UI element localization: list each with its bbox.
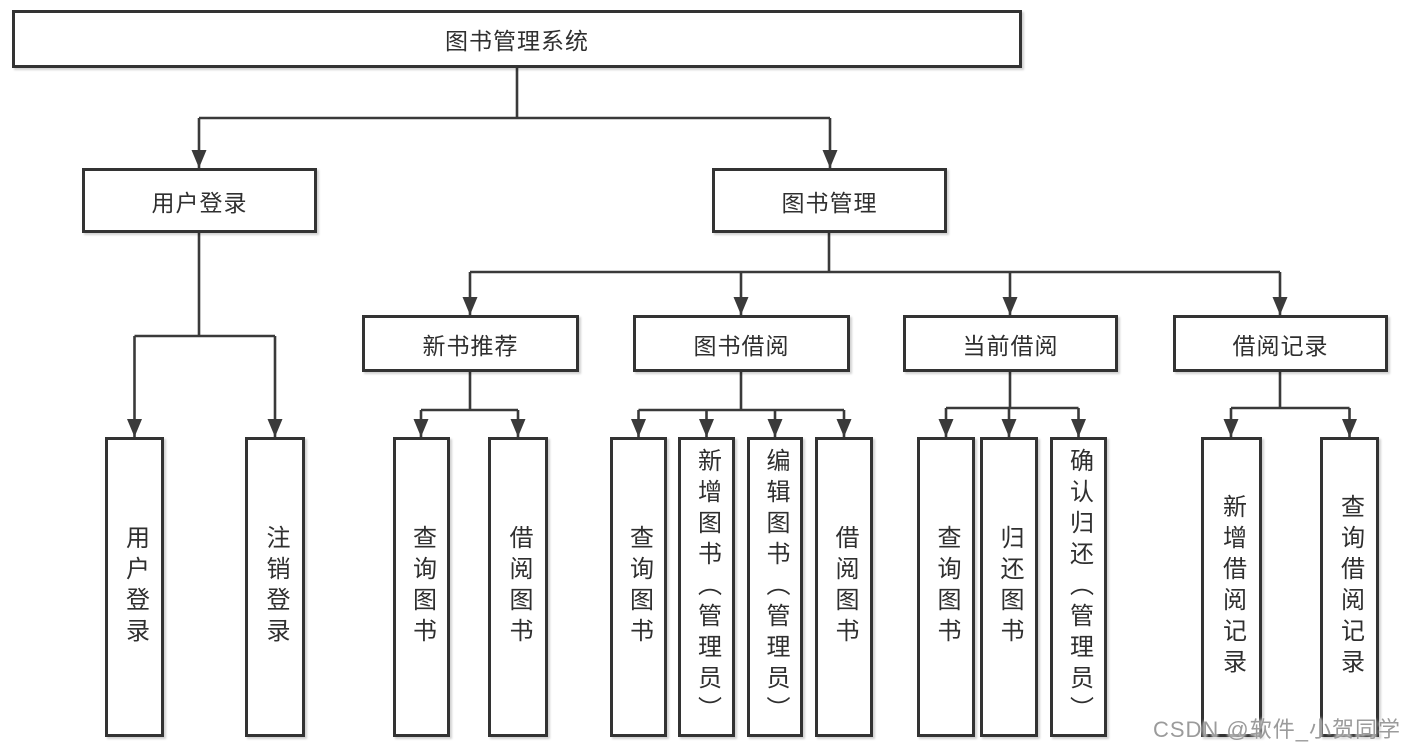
leaf-add-borrow-record: 新增借阅记录 (1201, 437, 1262, 737)
leaf-confirm-return-admin: 确认归还（管理员） (1050, 437, 1107, 737)
leaf-confirm-return-admin-label: 确认归还（管理员） (1065, 447, 1093, 727)
leaf-add-books-admin-label: 新增图书（管理员） (693, 447, 721, 727)
leaf-add-books-admin: 新增图书（管理员） (678, 437, 735, 737)
node-borrow-records-label: 借阅记录 (1232, 332, 1329, 359)
leaf-add-borrow-record-label: 新增借阅记录 (1218, 494, 1246, 680)
node-book-borrow: 图书借阅 (633, 315, 850, 372)
leaf-query-books-borrow-label: 查询图书 (625, 525, 653, 649)
csdn-watermark: CSDN @软件_小贺同学 (1152, 717, 1401, 742)
node-user-login: 用户登录 (82, 168, 317, 233)
leaf-logout-label: 注销登录 (262, 525, 289, 649)
leaf-user-login: 用户登录 (105, 437, 164, 737)
node-current-borrow: 当前借阅 (903, 315, 1118, 372)
leaf-query-books-recommend-label: 查询图书 (408, 525, 436, 649)
leaf-query-borrow-record-label: 查询借阅记录 (1336, 494, 1364, 680)
leaf-query-books-current: 查询图书 (917, 437, 975, 737)
node-new-book-recommend: 新书推荐 (362, 315, 579, 372)
leaf-query-books-recommend: 查询图书 (393, 437, 450, 737)
node-book-management-label: 图书管理 (781, 189, 878, 216)
leaf-borrow-books-recommend: 借阅图书 (488, 437, 548, 737)
leaf-query-borrow-record: 查询借阅记录 (1320, 437, 1379, 737)
node-user-login-label: 用户登录 (151, 189, 248, 216)
node-book-borrow-label: 图书借阅 (693, 332, 790, 359)
leaf-return-books-label: 归还图书 (996, 525, 1023, 649)
leaf-borrow-books: 借阅图书 (815, 437, 873, 737)
leaf-query-books-current-label: 查询图书 (933, 525, 960, 649)
node-borrow-records: 借阅记录 (1173, 315, 1388, 372)
node-root-label: 图书管理系统 (445, 28, 589, 54)
node-book-management: 图书管理 (712, 168, 947, 233)
leaf-user-login-label: 用户登录 (121, 525, 149, 649)
leaf-edit-books-admin-label: 编辑图书（管理员） (762, 447, 789, 727)
node-new-book-recommend-label: 新书推荐 (422, 332, 519, 359)
leaf-query-books-borrow: 查询图书 (610, 437, 667, 737)
leaf-logout: 注销登录 (245, 437, 305, 737)
node-current-borrow-label: 当前借阅 (962, 332, 1059, 359)
leaf-borrow-books-recommend-label: 借阅图书 (505, 525, 532, 649)
node-root: 图书管理系统 (12, 10, 1022, 68)
leaf-borrow-books-label: 借阅图书 (831, 525, 858, 649)
leaf-return-books: 归还图书 (980, 437, 1038, 737)
leaf-edit-books-admin: 编辑图书（管理员） (747, 437, 803, 737)
